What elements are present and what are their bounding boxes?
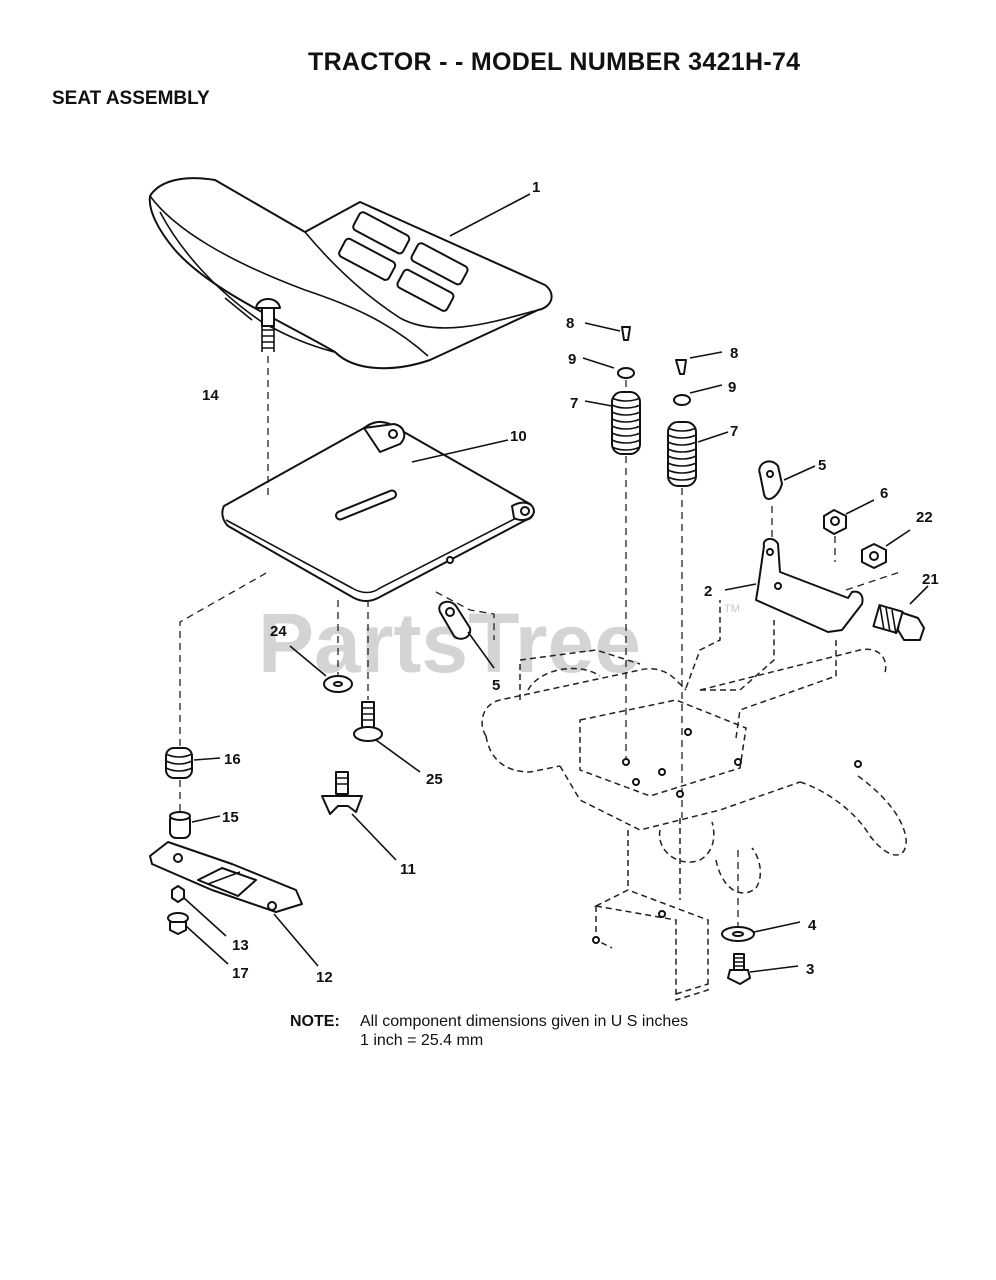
spring-16 [165,571,269,779]
callout-7-right: 7 [730,423,738,440]
callout-8-right: 8 [730,345,738,362]
callout-11: 11 [400,861,416,878]
callout-10: 10 [510,428,527,445]
callout-3: 3 [806,961,814,978]
callout-7-left: 7 [570,395,578,412]
seat-cushion [148,177,553,370]
callout-8-left: 8 [566,315,574,332]
callout-16: 16 [224,751,241,768]
section-title: SEAT ASSEMBLY [52,88,210,109]
note-label: NOTE: [290,1013,340,1030]
nut-13 [171,885,227,937]
callout-15: 15 [222,809,239,826]
spring-stack-right [667,351,729,818]
spacer-15 [169,780,221,839]
callout-6: 6 [880,485,888,502]
nut-22 [861,529,911,569]
callout-22: 22 [916,509,933,526]
page-title: TRACTOR - - MODEL NUMBER 3421H-74 [308,48,801,76]
nut-6 [823,499,875,562]
callout-14: 14 [202,387,219,404]
bolt-3 [727,953,799,985]
callout-17: 17 [232,965,249,982]
callout-2: 2 [704,583,712,600]
dimension-note: NOTE: All component dimensions given in U… [290,1012,688,1050]
callout-4: 4 [808,917,817,934]
callout-25: 25 [426,771,443,788]
callout-5-lower: 5 [492,677,500,694]
tractor-frame [481,600,907,1002]
adjuster-bracket [724,538,901,633]
callout-13: 13 [232,937,249,954]
callout-21: 21 [922,571,939,588]
callout-24: 24 [270,623,287,640]
callout-9-left: 9 [568,351,576,368]
note-line-1: All component dimensions given in U S in… [360,1013,689,1030]
shoulder-screw-25 [353,600,421,773]
clip-lower [435,591,495,669]
callout-12: 12 [316,969,333,986]
spring-stack-left [582,322,641,760]
callout-1: 1 [532,179,540,196]
clip-upper [758,460,816,540]
seat-pan [221,420,535,602]
note-line-2: 1 inch = 25.4 mm [360,1032,484,1049]
washer-4 [721,850,801,942]
shoulder-bolt [872,585,929,641]
carriage-bolt [224,297,281,500]
nut-17 [167,912,229,965]
slide-plate [149,841,319,967]
callout-9-right: 9 [728,379,736,396]
callout-5-upper: 5 [818,457,826,474]
adjustment-knob [321,771,397,861]
watermark-tm: TM [724,603,740,615]
washer-24 [289,600,353,693]
